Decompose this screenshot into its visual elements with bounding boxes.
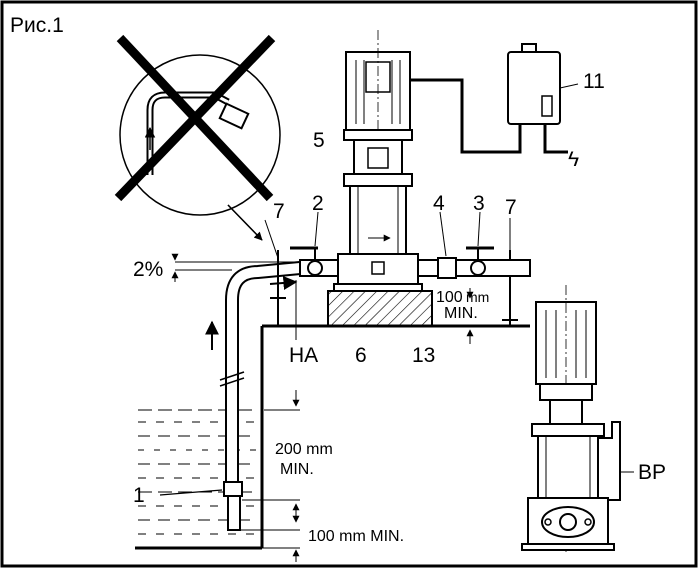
label-13: 13 [412, 344, 435, 367]
control-box [507, 43, 579, 125]
power-cable [410, 78, 568, 154]
main-pump [333, 30, 423, 292]
label-7a: 7 [273, 200, 285, 223]
label-1: 1 [133, 484, 145, 507]
label-2: 2 [312, 192, 324, 215]
ground-outline [135, 324, 530, 550]
label-6: 6 [355, 344, 367, 367]
suction-pipe [205, 261, 301, 490]
label-ha: HA [289, 344, 318, 367]
label-11: 11 [583, 70, 605, 93]
dimension-lines [240, 288, 480, 562]
pump-stack [349, 185, 407, 255]
cross-line-b [114, 34, 276, 202]
dim-100-top-unit: mm [466, 289, 489, 305]
label-5: 5 [313, 129, 325, 152]
bp-pump [521, 285, 634, 555]
dim-200-value: 200 mm [275, 441, 333, 458]
outlet-valves [417, 211, 531, 279]
inlet-valve [290, 211, 339, 277]
label-4: 4 [433, 192, 445, 215]
dim-100-top-value: 100 [436, 289, 463, 306]
figure-title: Рис.1 [10, 14, 64, 37]
dim-100-top-min: MIN. [444, 305, 478, 322]
label-7b: 7 [505, 196, 517, 219]
label-bp: BP [638, 461, 666, 484]
dim-100-bottom: 100 mm MIN. [308, 528, 404, 545]
detail-pointer [227, 204, 263, 241]
label-slope: 2% [133, 258, 163, 281]
label-3: 3 [473, 192, 485, 215]
prohibited-installation-detail [114, 34, 281, 241]
isolating-valve [470, 260, 486, 276]
foot-valve [159, 481, 243, 531]
check-valve [437, 257, 457, 279]
label-electric-symbol: ϟ [568, 148, 579, 171]
slope-indicator [171, 253, 300, 282]
dim-200-min: MIN. [280, 461, 314, 478]
drain-plug [371, 261, 385, 275]
concrete-foundation [327, 290, 433, 327]
